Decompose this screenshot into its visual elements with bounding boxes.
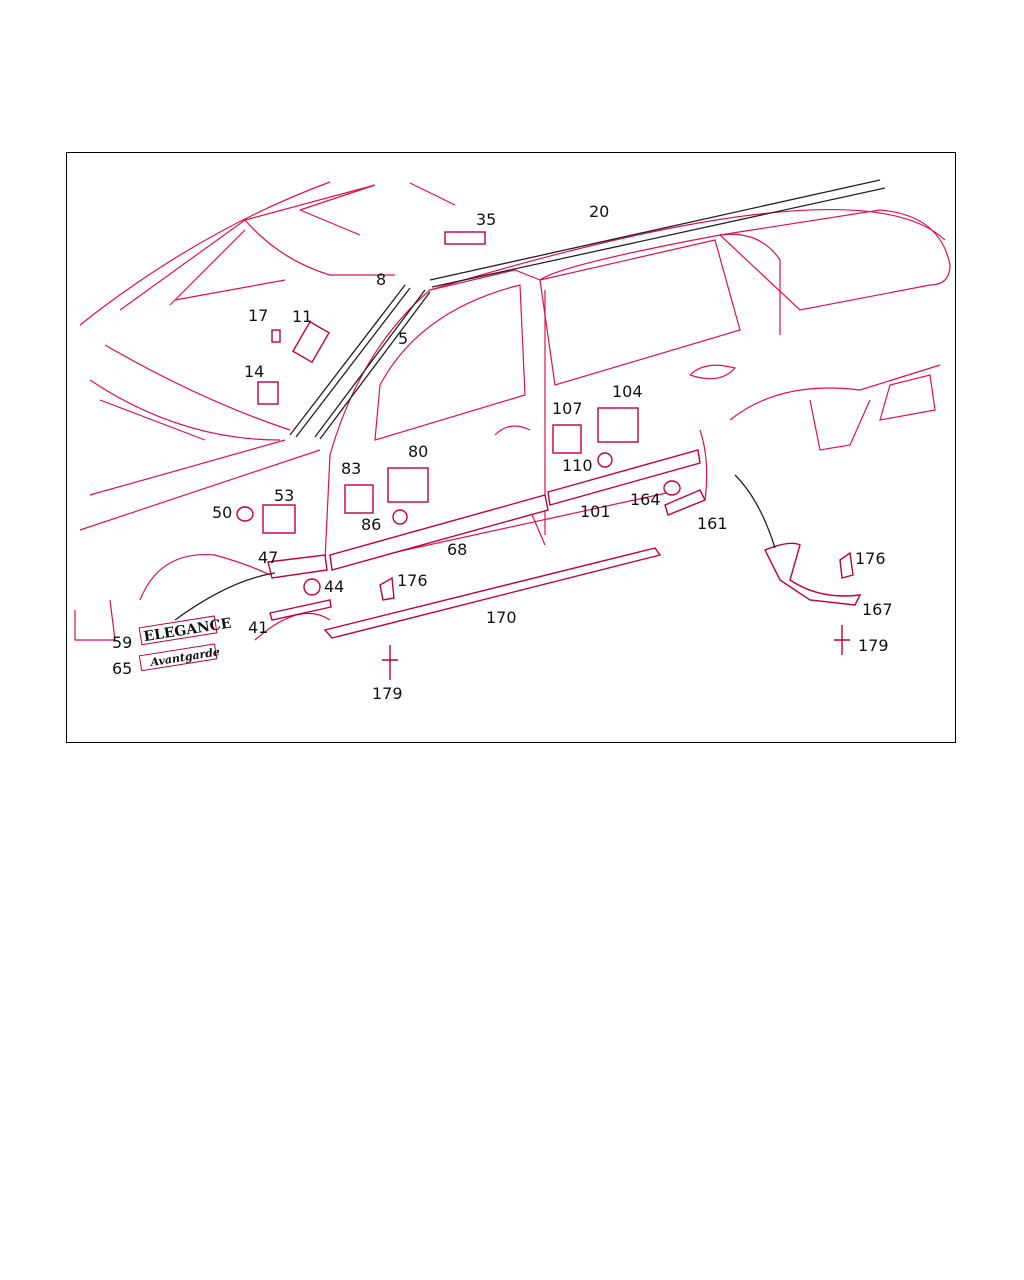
clip-104 — [597, 407, 639, 443]
moulding-68 — [329, 494, 549, 571]
badge-avantgarde: Avantgarde — [138, 643, 221, 672]
label-53: 53 — [274, 486, 294, 505]
label-59: 59 — [112, 633, 132, 652]
parts: ELEGANCE Avantgarde — [138, 179, 886, 680]
pointer-arrow-2 — [734, 474, 776, 549]
label-104: 104 — [612, 382, 643, 401]
label-8: 8 — [376, 270, 386, 289]
part-50 — [236, 506, 254, 522]
label-101: 101 — [580, 502, 611, 521]
part-14 — [257, 381, 279, 405]
screw-179b — [834, 625, 850, 655]
label-80: 80 — [408, 442, 428, 461]
badge-elegance: ELEGANCE — [138, 615, 233, 646]
part-41 — [269, 599, 332, 621]
label-164: 164 — [630, 490, 661, 509]
label-170: 170 — [486, 608, 517, 627]
part-47 — [267, 554, 328, 579]
clip-80 — [387, 467, 429, 503]
screw-179 — [382, 645, 398, 680]
part-17 — [271, 329, 281, 343]
label-107: 107 — [552, 399, 583, 418]
clip-176b — [839, 551, 854, 579]
moulding-8 — [289, 284, 411, 438]
part-11 — [292, 320, 330, 364]
part-44 — [303, 578, 321, 596]
label-17: 17 — [248, 306, 268, 325]
label-179: 179 — [858, 636, 889, 655]
pointer-arrow — [174, 572, 276, 621]
label-179: 179 — [372, 684, 403, 703]
label-35: 35 — [476, 210, 496, 229]
label-176: 176 — [855, 549, 886, 568]
diagram-frame — [66, 152, 956, 743]
label-20: 20 — [589, 202, 609, 221]
sill-170 — [323, 547, 662, 639]
label-47: 47 — [258, 548, 278, 567]
label-68: 68 — [447, 540, 467, 559]
moulding-101 — [547, 449, 701, 506]
clip-107 — [552, 424, 582, 454]
moulding-5 — [314, 289, 431, 440]
callout-labels: 35 20 8 5 17 11 14 107 104 110 80 83 86 … — [112, 202, 893, 703]
label-41: 41 — [248, 618, 268, 637]
label-110: 110 — [562, 456, 593, 475]
screw-110 — [597, 452, 613, 468]
label-11: 11 — [292, 307, 312, 326]
roof-rail-20 — [429, 179, 886, 288]
part-161 — [664, 489, 706, 516]
part-35 — [444, 231, 486, 245]
part-164 — [663, 480, 681, 496]
clip-176 — [379, 576, 395, 601]
label-86: 86 — [361, 515, 381, 534]
car-outline — [74, 181, 951, 641]
label-176: 176 — [397, 571, 428, 590]
label-14: 14 — [244, 362, 264, 381]
label-167: 167 — [862, 600, 893, 619]
clip-83 — [344, 484, 374, 514]
bracket-167 — [764, 542, 862, 606]
label-5: 5 — [398, 329, 408, 348]
label-44: 44 — [324, 577, 344, 596]
label-50: 50 — [212, 503, 232, 522]
label-161: 161 — [697, 514, 728, 533]
clip-53 — [262, 504, 296, 534]
screw-86 — [392, 509, 408, 525]
label-65: 65 — [112, 659, 132, 678]
label-83: 83 — [341, 459, 361, 478]
